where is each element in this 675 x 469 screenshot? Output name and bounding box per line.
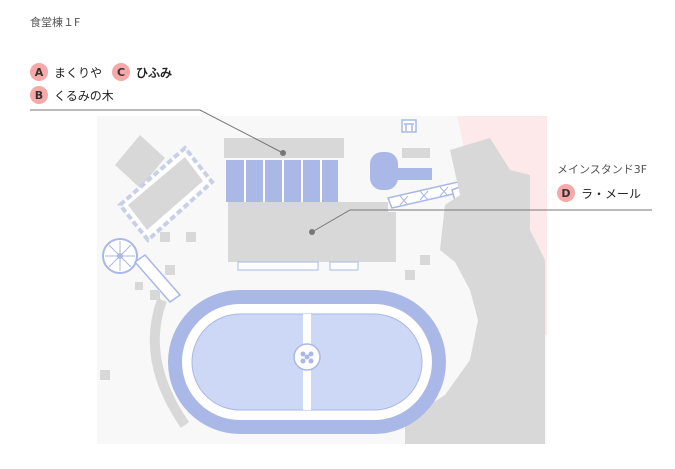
shrine-icon — [401, 119, 417, 133]
leader-line-floor-1 — [30, 109, 284, 154]
shop-badge-a: A — [30, 63, 48, 81]
building-small-5 — [402, 148, 430, 158]
leader-dot-floor-1 — [280, 150, 286, 156]
building-small-2 — [160, 232, 170, 242]
building-small-7 — [135, 282, 143, 290]
shop-name-a[interactable]: まくりや — [54, 65, 103, 80]
main-stand — [405, 138, 545, 444]
floor-3-title: メインスタンド3F — [557, 163, 648, 176]
walkway-bridge — [133, 253, 182, 304]
shop-name-c[interactable]: ひふみ — [136, 65, 173, 80]
floor-3-row-1: D ラ・メール — [557, 184, 641, 202]
building-small-6 — [150, 290, 160, 300]
gazebo — [102, 238, 138, 274]
capsule-connector — [392, 168, 432, 180]
building-small-1 — [115, 135, 165, 188]
building-small-4 — [165, 265, 175, 275]
floor-1-title: 食堂棟１F — [30, 16, 81, 29]
shop-badge-b: B — [30, 86, 48, 104]
leader-dot-floor-3 — [309, 229, 315, 235]
shop-name-b[interactable]: くるみの木 — [54, 88, 114, 103]
dining-building — [224, 138, 396, 271]
leader-line-floor-3 — [311, 209, 652, 233]
left-stand-arc — [149, 298, 190, 428]
floor-1-row-1: A まくりや C ひふみ — [30, 63, 172, 81]
shop-badge-c: C — [112, 63, 131, 81]
floor-1-row-2: B くるみの木 — [30, 86, 114, 104]
capsule-building — [370, 152, 398, 190]
building-small-3 — [186, 232, 196, 242]
shop-badge-d: D — [557, 184, 575, 202]
race-track — [168, 290, 446, 434]
building-rotated — [117, 145, 215, 243]
building-small-8 — [100, 370, 110, 380]
shop-name-d[interactable]: ラ・メール — [581, 186, 642, 201]
